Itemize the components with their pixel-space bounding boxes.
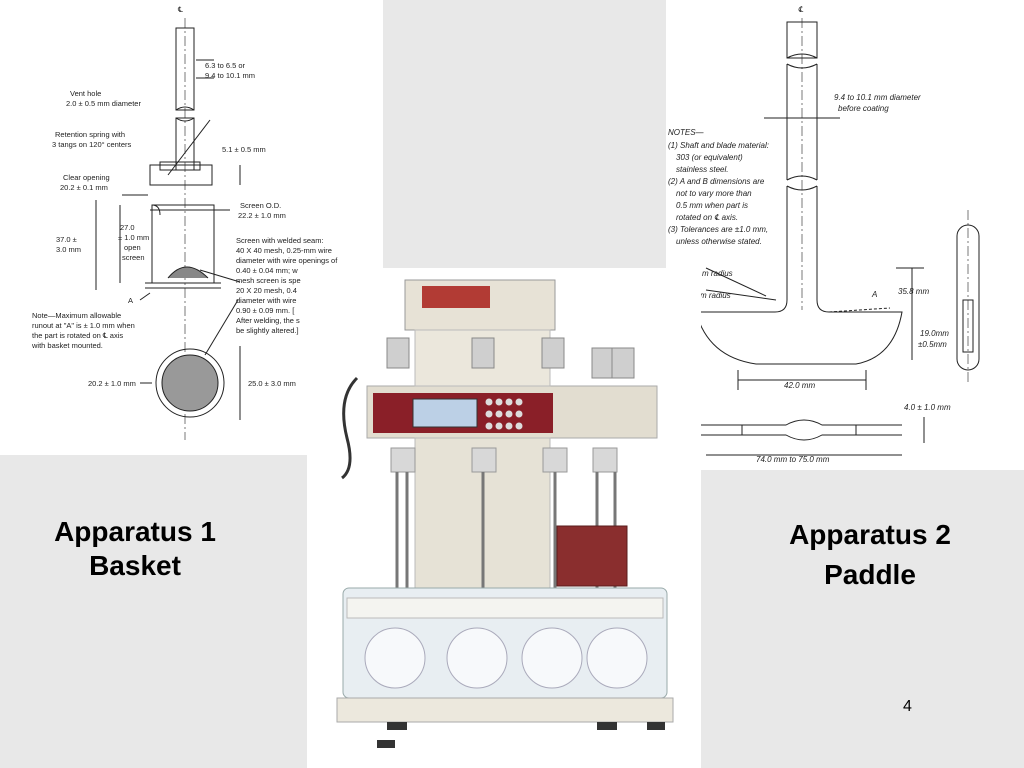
paddle-note-3b: unless otherwise stated. <box>676 237 762 246</box>
open-screen-label-2: screen <box>122 253 145 262</box>
paddle-note-1a: (1) Shaft and blade material: <box>668 141 769 150</box>
point-a-label: A <box>128 296 133 305</box>
clear-opening-dim: 20.2 ± 0.1 mm <box>60 183 108 192</box>
screen-seam-line-9: After welding, the s <box>236 316 300 325</box>
hub-dim: 5.1 ± 0.5 mm <box>222 145 266 154</box>
basket-note-line-4: with basket mounted. <box>31 341 103 350</box>
paddle-note-2d: rotated on ℄ axis. <box>676 213 738 222</box>
paddle-dim-358: 35.8 mm <box>898 287 929 296</box>
height-total-dim: 37.0 ± <box>56 235 77 244</box>
retention-spring-label: Retention spring with <box>55 130 125 139</box>
apparatus-1-caption: Apparatus 1 Basket <box>30 515 240 583</box>
screen-od-label: Screen O.D. <box>240 201 281 210</box>
screen-seam-line-1: Screen with welded seam: <box>236 236 324 245</box>
basket-shaft-dim-2: 9.4 to 10.1 mm <box>205 71 255 80</box>
paddle-dim-74: 74.0 mm to 75.0 mm <box>756 455 830 464</box>
paddle-note-3a: (3) Tolerances are ±1.0 mm, <box>668 225 768 234</box>
paddle-shaft-dim-2: before coating <box>838 104 889 113</box>
screen-seam-line-10: be slightly altered.] <box>236 326 299 335</box>
screen-od-dim: 22.2 ± 1.0 mm <box>238 211 286 220</box>
paddle-dim-190b: ±0.5mm <box>918 340 947 349</box>
slide-number: 4 <box>903 698 912 715</box>
screen-seam-line-7: diameter with wire <box>236 296 296 305</box>
dissolution-tester-illustration <box>336 279 674 748</box>
paddle-dim-420: 42.0 mm <box>784 381 815 390</box>
apparatus-2-subtitle: Paddle <box>824 559 916 590</box>
retention-spring-label-2: 3 tangs on 120° centers <box>52 140 132 149</box>
paddle-centerline-symbol: ℄ <box>798 5 804 14</box>
paddle-point-a: A <box>871 290 877 299</box>
vent-hole-dim: 2.0 ± 0.5 mm diameter <box>66 99 141 108</box>
paddle-dim-190: 19.0mm <box>920 329 949 338</box>
paddle-note-1c: stainless steel. <box>676 165 728 174</box>
paddle-radius-1: m radius <box>702 269 733 278</box>
vent-hole-label: Vent hole <box>70 89 101 98</box>
basket-diagram-panel: ℄ 6.3 to 6.5 or 9.4 to 10.1 mm Vent hole… <box>0 0 383 455</box>
paddle-dim-40: 4.0 ± 1.0 mm <box>904 403 951 412</box>
bottom-right-dim: 25.0 ± 3.0 mm <box>248 379 296 388</box>
dissolution-tester-photo <box>307 268 701 768</box>
height-total-dim-2: 3.0 mm <box>56 245 81 254</box>
apparatus-1-title: Apparatus 1 <box>54 516 216 547</box>
screen-seam-line-6: 20 X 20 mesh, 0.4 <box>236 286 297 295</box>
paddle-shaft-dim: 9.4 to 10.1 mm diameter <box>834 93 921 102</box>
basket-centerline-symbol: ℄ <box>177 5 184 14</box>
screen-seam-line-2: 40 X 40 mesh, 0.25-mm wire <box>236 246 332 255</box>
apparatus-2-title: Apparatus 2 <box>789 519 951 550</box>
paddle-diagram-panel: ℄ 9.4 to 10.1 mm diameter before coating… <box>666 0 1024 470</box>
paddle-note-2c: 0.5 mm when part is <box>676 201 748 210</box>
paddle-radius-2: m radius <box>700 291 731 300</box>
basket-note-line-3: the part is rotated on ℄ axis <box>32 331 123 340</box>
open-screen-dim-2: ± 1.0 mm <box>118 233 149 242</box>
clear-opening-label: Clear opening <box>63 173 110 182</box>
basket-shaft-dim: 6.3 to 6.5 or <box>205 61 246 70</box>
bottom-left-dim: 20.2 ± 1.0 mm <box>88 379 136 388</box>
basket-note-line-2: runout at "A" is ± 1.0 mm when <box>32 321 135 330</box>
basket-diagram: ℄ 6.3 to 6.5 or 9.4 to 10.1 mm Vent hole… <box>31 5 338 440</box>
paddle-note-1b: 303 (or equivalent) <box>676 153 743 162</box>
screen-seam-line-5: mesh screen is spe <box>236 276 301 285</box>
paddle-note-2a: (2) A and B dimensions are <box>668 177 765 186</box>
apparatus-1-subtitle: Basket <box>89 550 181 581</box>
open-screen-label: open <box>124 243 141 252</box>
screen-seam-line-8: 0.90 ± 0.09 mm. [ <box>236 306 295 315</box>
screen-seam-line-4: 0.40 ± 0.04 mm; w <box>236 266 298 275</box>
paddle-note-2b: not to vary more than <box>676 189 752 198</box>
paddle-notes-title: NOTES— <box>668 128 705 137</box>
basket-note-line-1: Note—Maximum allowable <box>32 311 121 320</box>
screen-seam-line-3: diameter with wire openings of <box>236 256 338 265</box>
paddle-diagram: ℄ 9.4 to 10.1 mm diameter before coating… <box>668 5 980 464</box>
apparatus-2-caption: Apparatus 2 Paddle <box>760 515 980 595</box>
open-screen-dim: 27.0 <box>120 223 135 232</box>
